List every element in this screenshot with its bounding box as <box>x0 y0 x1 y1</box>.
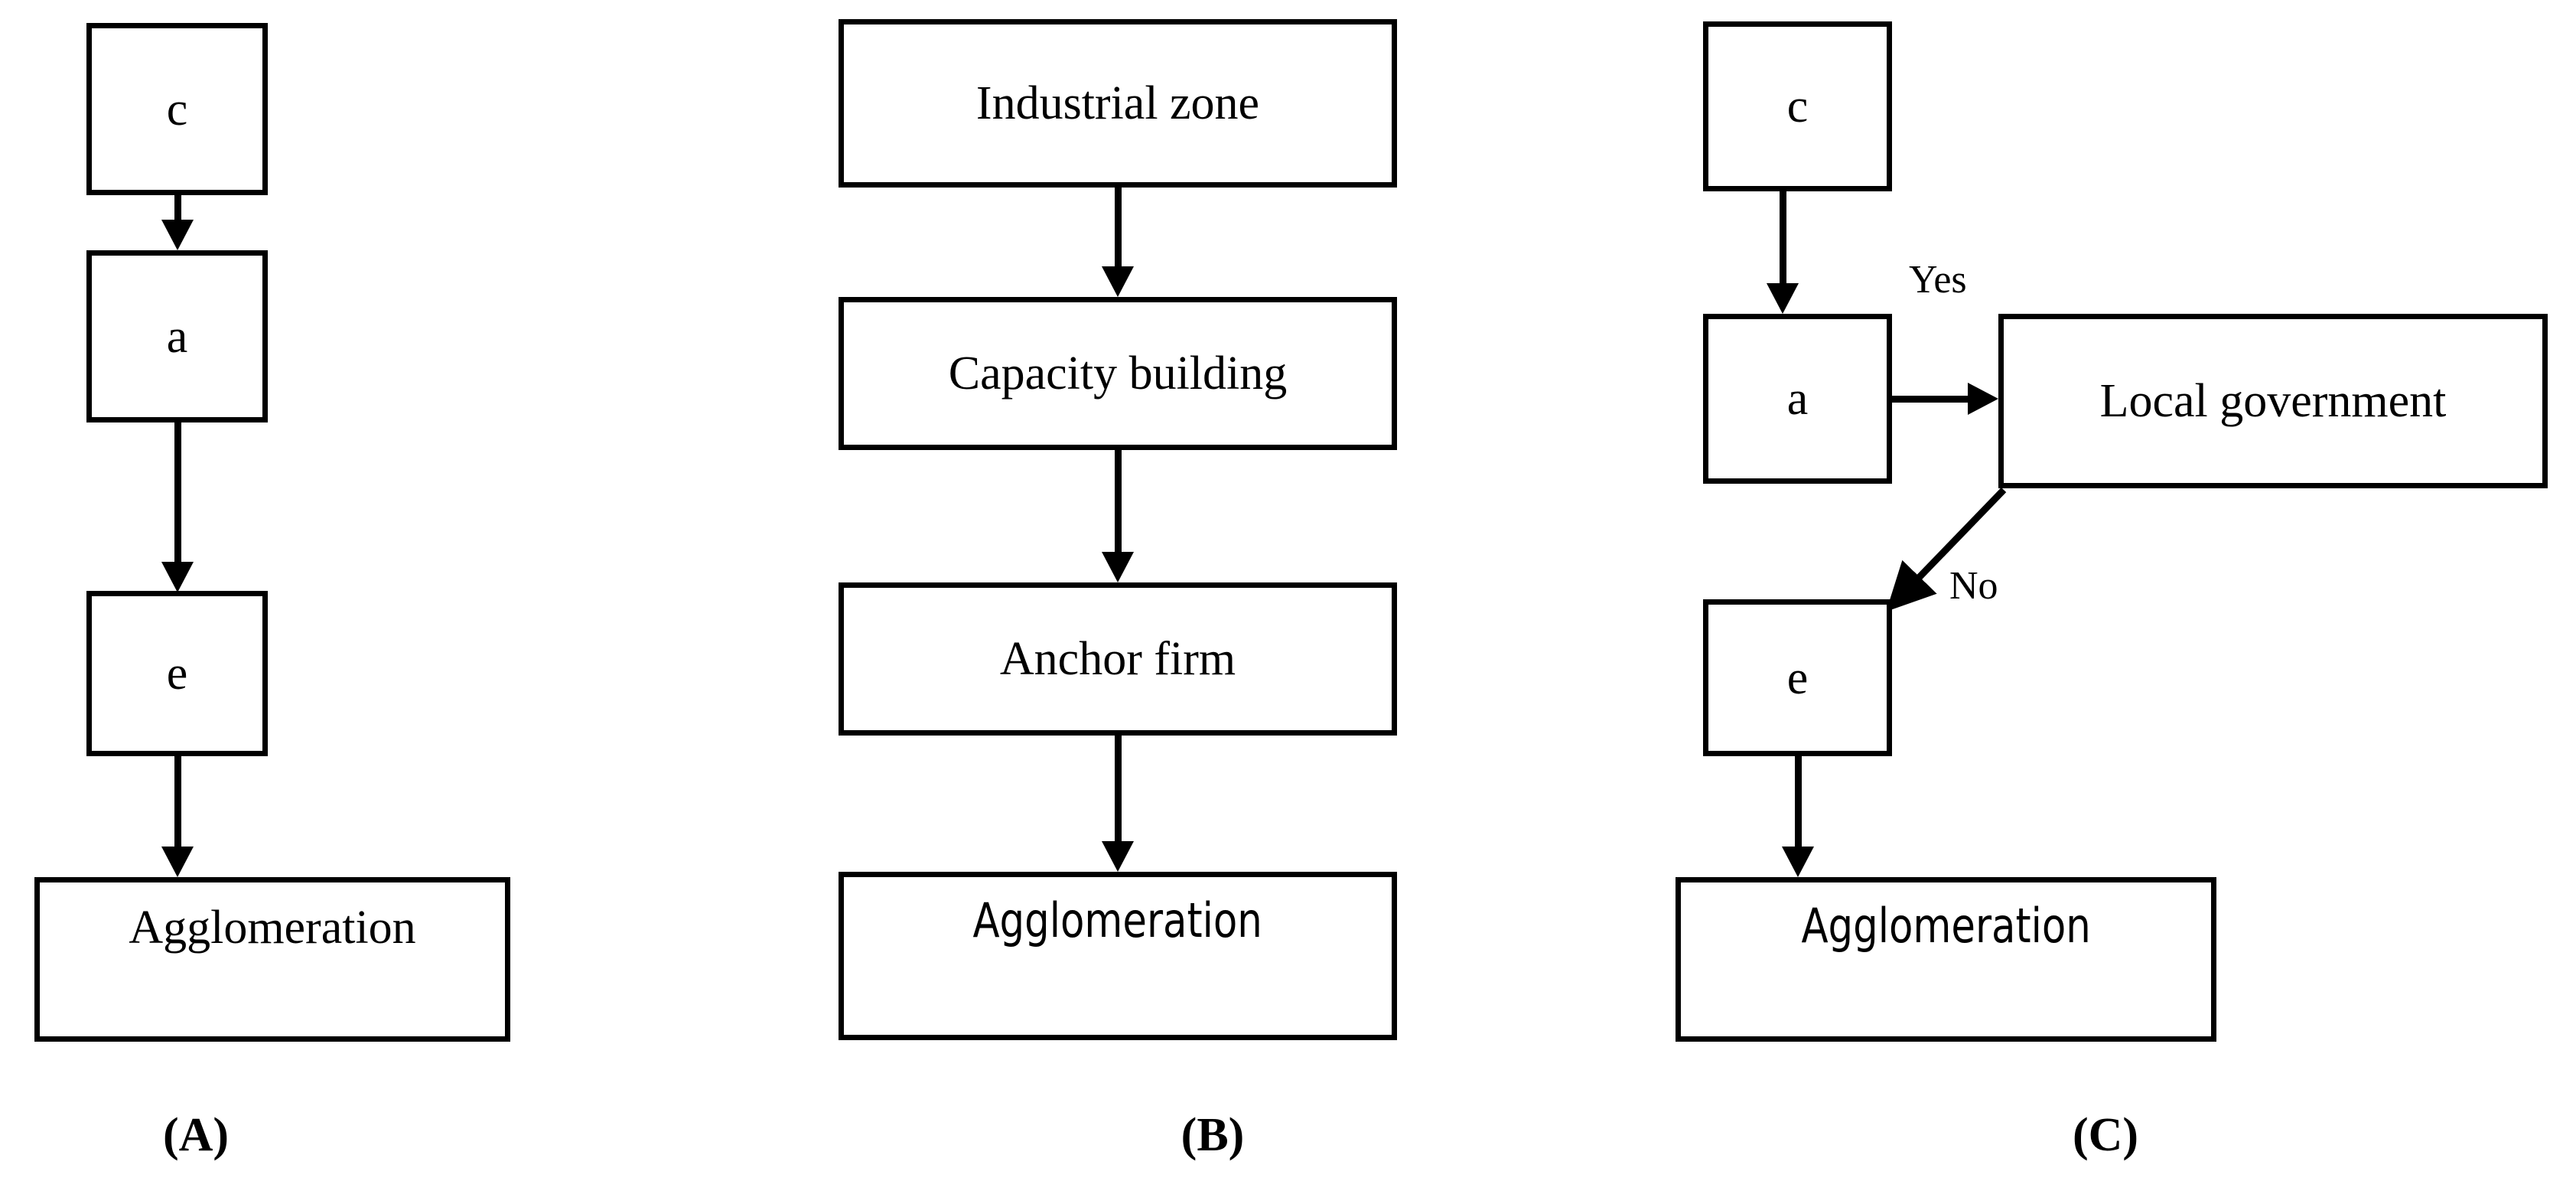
arrow-head <box>1102 552 1134 582</box>
node-label: Capacity building <box>948 347 1288 400</box>
arrow-shaft <box>174 422 181 563</box>
arrow-head <box>1102 266 1134 297</box>
arrow-b-zone-to-capacity <box>1102 188 1134 297</box>
node-b-anchor-firm[interactable]: Anchor firm <box>839 582 1397 736</box>
node-c-agglomeration[interactable]: Agglomeration <box>1676 877 2216 1042</box>
arrow-a-a-to-e <box>161 422 194 592</box>
arrow-head <box>1102 841 1134 872</box>
arrow-a-c-to-a <box>161 195 194 250</box>
node-label: Anchor firm <box>999 633 1236 685</box>
arrow-head <box>1767 283 1799 314</box>
arrow-c-c-to-a <box>1767 191 1799 314</box>
arrow-head <box>161 220 194 250</box>
arrow-shaft <box>174 756 181 848</box>
arrow-shaft <box>1114 450 1122 553</box>
panel-caption-a: (A) <box>162 1109 230 1161</box>
node-c-c[interactable]: c <box>1703 21 1892 191</box>
node-label: e <box>166 648 188 700</box>
node-label: a <box>166 310 188 363</box>
node-a-c[interactable]: c <box>86 23 268 195</box>
arrow-head <box>161 562 194 592</box>
node-label: Industrial zone <box>975 77 1260 129</box>
arrow-a-e-to-agglomeration <box>161 756 194 877</box>
arrow-shaft <box>1779 191 1786 285</box>
arrow-c-a-to-local-government <box>1892 383 1998 415</box>
node-label: e <box>1786 651 1809 704</box>
arrow-b-anchor-to-agglomeration <box>1102 736 1134 872</box>
arrow-head <box>161 847 194 877</box>
arrow-shaft <box>1114 188 1122 268</box>
node-c-a[interactable]: a <box>1703 314 1892 484</box>
panel-caption-b: (B) <box>1181 1109 1245 1161</box>
arrow-c-e-to-agglomeration <box>1782 756 1814 877</box>
node-label: a <box>1786 373 1809 425</box>
node-label: Local government <box>2099 375 2447 427</box>
node-a-a[interactable]: a <box>86 250 268 422</box>
arrow-b-capacity-to-anchor <box>1102 450 1134 582</box>
edge-label-yes: Yes <box>1909 258 1967 302</box>
panel-caption-c: (C) <box>2072 1109 2139 1161</box>
arrow-shaft <box>1794 756 1802 848</box>
node-label: Agglomeration <box>972 892 1263 948</box>
node-a-e[interactable]: e <box>86 591 268 756</box>
arrow-shaft <box>1892 395 1972 403</box>
node-label: c <box>166 83 188 135</box>
edge-label-no: No <box>1949 564 1998 608</box>
node-c-e[interactable]: e <box>1703 599 1892 756</box>
node-b-capacity-building[interactable]: Capacity building <box>839 297 1397 450</box>
arrow-shaft <box>1114 736 1122 843</box>
node-label: Agglomeration <box>129 902 416 954</box>
arrow-head <box>1782 847 1814 877</box>
node-label: c <box>1786 80 1809 132</box>
node-a-agglomeration[interactable]: Agglomeration <box>34 877 510 1042</box>
node-label: Agglomeration <box>1801 898 2091 954</box>
arrow-head <box>1968 383 1998 415</box>
node-c-local-government[interactable]: Local government <box>1998 314 2548 488</box>
arrow-shaft <box>174 195 181 221</box>
node-b-agglomeration[interactable]: Agglomeration <box>839 872 1397 1040</box>
node-b-industrial-zone[interactable]: Industrial zone <box>839 19 1397 188</box>
